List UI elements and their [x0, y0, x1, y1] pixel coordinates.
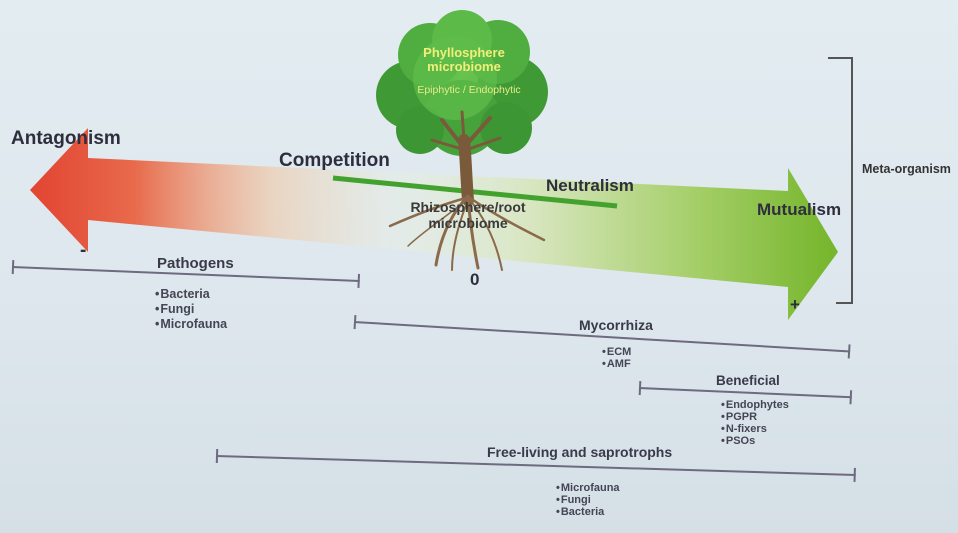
rhizosphere-line-1: Rhizosphere/root — [410, 199, 526, 215]
list-item: AMF — [602, 358, 631, 370]
antagonism-label: Antagonism — [11, 128, 121, 149]
mutualism-label: Mutualism — [757, 200, 842, 219]
beneficial-title: Beneficial — [716, 373, 780, 388]
phyllosphere-sub-label: Epiphytic / Endophytic — [417, 84, 521, 96]
meta-organism-label: Meta-organism — [862, 162, 951, 176]
list-item: Bacteria — [155, 287, 227, 302]
phyllosphere-label: Phyllosphere microbiome — [402, 46, 526, 74]
pathogens-title: Pathogens — [157, 255, 234, 272]
plus-sign: + — [790, 295, 800, 314]
zero-marker: 0 — [470, 270, 480, 289]
list-item: Bacteria — [556, 506, 620, 518]
free-living-title: Free-living and saprotrophs — [487, 444, 673, 460]
list-item: PSOs — [721, 435, 789, 447]
tree-roots — [388, 194, 546, 271]
mycorrhiza-title: Mycorrhiza — [579, 317, 653, 333]
neutralism-label: Neutralism — [546, 176, 634, 195]
phyllosphere-line-2: microbiome — [427, 59, 501, 74]
list-item: Endophytes — [721, 399, 789, 411]
tree-trunk — [430, 110, 502, 206]
mycorrhiza-list: ECM AMF — [602, 346, 631, 370]
competition-neutralism-bar — [332, 175, 618, 209]
list-item: N-fixers — [721, 423, 789, 435]
meta-organism-bracket — [828, 57, 853, 304]
phyllosphere-line-1: Phyllosphere — [423, 45, 505, 60]
pathogens-list: Bacteria Fungi Microfauna — [155, 287, 227, 332]
list-item: Fungi — [155, 302, 227, 317]
list-item: ECM — [602, 346, 631, 358]
beneficial-list: Endophytes PGPR N-fixers PSOs — [721, 399, 789, 447]
list-item: Microfauna — [155, 317, 227, 332]
list-item: PGPR — [721, 411, 789, 423]
list-item: Fungi — [556, 494, 620, 506]
competition-label: Competition — [279, 150, 390, 171]
list-item: Microfauna — [556, 482, 620, 494]
free-living-list: Microfauna Fungi Bacteria — [556, 482, 620, 518]
rhizosphere-label: Rhizosphere/root microbiome — [398, 199, 538, 231]
minus-sign: - — [80, 240, 87, 261]
tree-canopy — [376, 10, 548, 156]
rhizosphere-line-2: microbiome — [428, 215, 508, 231]
